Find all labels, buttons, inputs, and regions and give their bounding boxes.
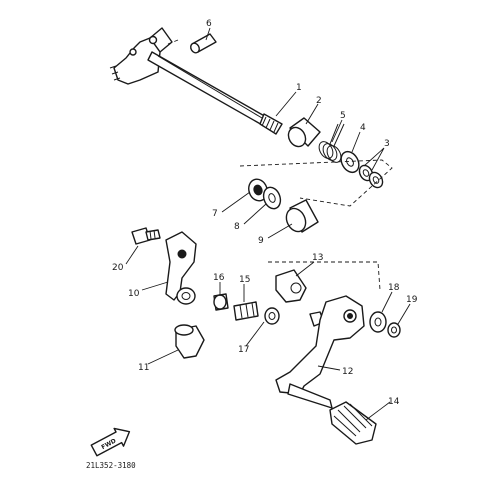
part-bolt-15 [233, 301, 259, 321]
callout-13: 13 [312, 253, 323, 263]
drawing-code: 21L352-3180 [86, 461, 136, 470]
part-collar-16 [213, 293, 229, 311]
part-bolt [131, 227, 161, 245]
part-collar-13 [275, 269, 307, 303]
callout-20: 20 [112, 263, 124, 273]
leader-lines [125, 27, 411, 421]
part-shift-arm [165, 231, 197, 305]
callout-18: 18 [388, 283, 400, 293]
part-pedal-rubber [329, 401, 377, 445]
callout-1: 1 [296, 83, 302, 93]
part-spring [318, 123, 345, 163]
fwd-arrow-icon: FWD [90, 427, 131, 457]
part-washer-17 [264, 307, 280, 325]
part-collar-11 [174, 324, 205, 359]
assembly-outline [167, 39, 393, 291]
callout-6: 6 [206, 19, 212, 29]
callout-8: 8 [234, 222, 240, 232]
part-washer-8 [262, 186, 282, 210]
callout-12: 12 [342, 367, 353, 377]
part-shift-shaft [109, 27, 283, 135]
callout-17: 17 [238, 345, 249, 355]
callout-2: 2 [316, 96, 322, 106]
part-collar [287, 117, 321, 148]
part-circlip [358, 164, 384, 189]
part-collar-9 [285, 199, 319, 233]
part-bearing [248, 178, 268, 202]
callout-14: 14 [388, 397, 400, 407]
part-pin [190, 33, 217, 54]
callout-3: 3 [384, 139, 390, 149]
callout-4: 4 [360, 123, 366, 133]
part-shift-pedal [275, 295, 365, 409]
callout-10: 10 [128, 289, 140, 299]
callout-19: 19 [406, 295, 418, 305]
callout-9: 9 [258, 236, 264, 246]
callout-16: 16 [213, 273, 225, 283]
part-washer-18 [369, 311, 387, 333]
callout-7: 7 [212, 209, 218, 219]
part-washer [340, 150, 360, 174]
callout-15: 15 [239, 275, 250, 285]
callout-11: 11 [138, 363, 149, 373]
callout-5: 5 [340, 111, 346, 121]
part-circlip-19 [387, 322, 401, 338]
